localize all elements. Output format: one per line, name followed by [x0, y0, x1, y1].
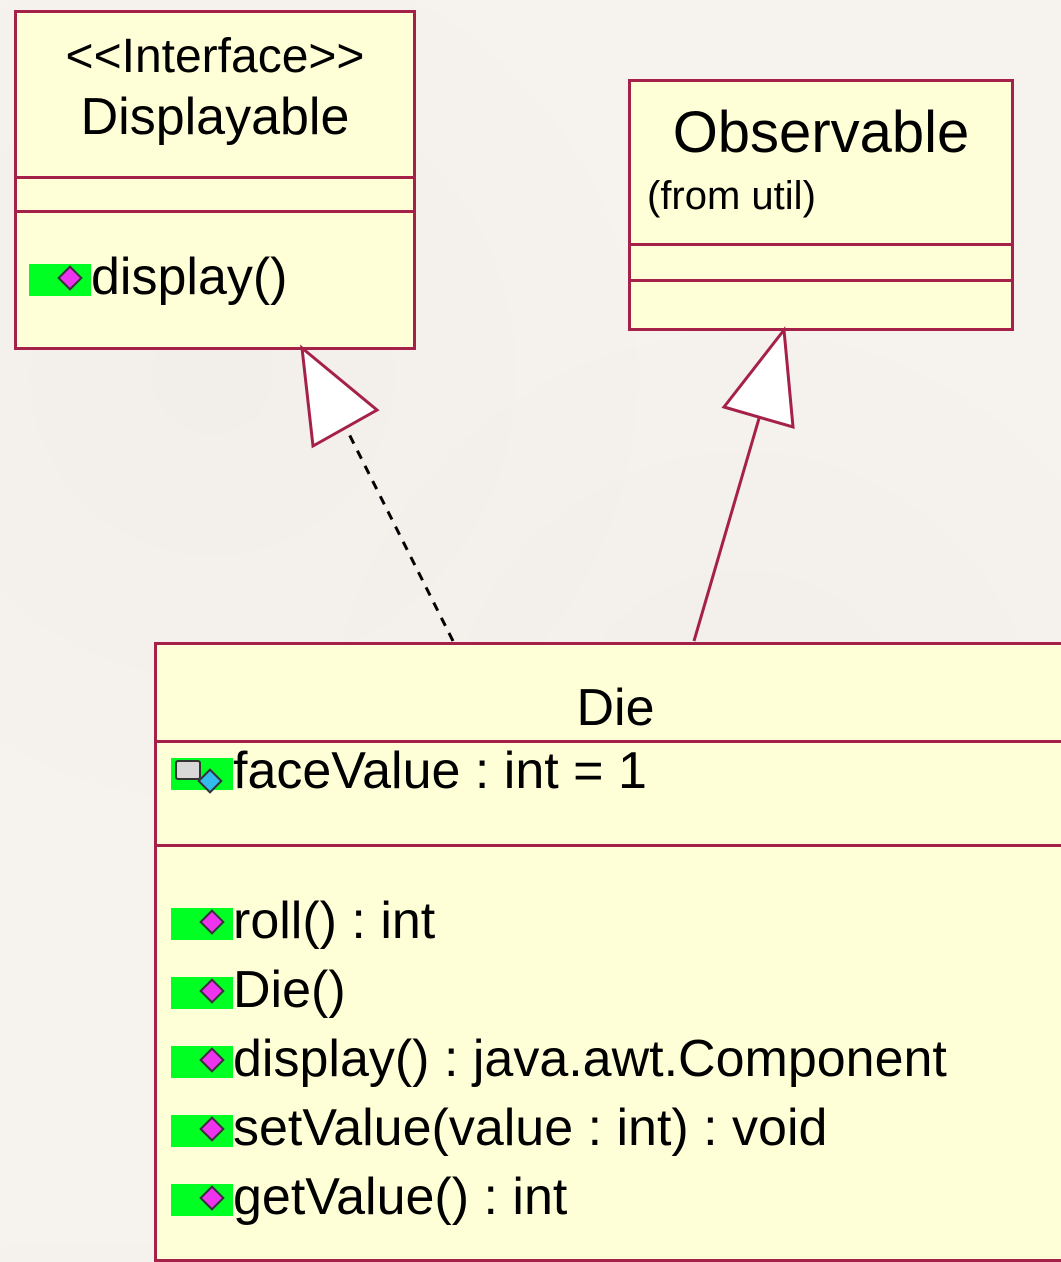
operation-label: setValue(value : int) : void [233, 1099, 828, 1157]
operation-row[interactable]: display() : java.awt.Component [171, 1033, 1061, 1102]
class-box-displayable[interactable]: <<Interface>> Displayable display() [14, 10, 416, 350]
attribute-diamond-icon [197, 768, 223, 794]
class-name: Die [576, 679, 655, 737]
class-name: Displayable [80, 88, 350, 146]
operation-label: getValue() : int [233, 1168, 568, 1226]
die-operations-compartment: roll() : int Die() display() : java.awt.… [157, 847, 1061, 1240]
stereotype-label: <<Interface>> [65, 30, 365, 83]
public-operation-icon [171, 1115, 233, 1148]
die-attributes-compartment: faceValue : int = 1 [157, 743, 1061, 847]
public-operation-icon [171, 1184, 233, 1217]
operation-row[interactable]: display() [29, 251, 413, 303]
generalization-arrowhead [721, 326, 795, 430]
public-operation-icon [29, 264, 91, 297]
displayable-attributes-compartment [17, 179, 413, 213]
public-operation-icon [171, 977, 233, 1010]
operation-row[interactable]: Die() [171, 964, 1061, 1033]
operation-row[interactable]: getValue() : int [171, 1171, 1061, 1240]
class-name: Observable [672, 100, 970, 165]
attribute-label: faceValue : int = 1 [233, 742, 647, 800]
realization-arrow[interactable] [300, 344, 455, 642]
operation-label: Die() [233, 961, 346, 1019]
observable-name-compartment: Observable (from util) [631, 82, 1011, 246]
operation-row[interactable]: roll() : int [171, 895, 1061, 964]
operation-row[interactable]: setValue(value : int) : void [171, 1102, 1061, 1171]
realization-arrowhead [300, 344, 380, 449]
public-operation-icon [171, 1046, 233, 1079]
die-name-compartment: Die [157, 645, 1061, 743]
observable-attributes-compartment [631, 246, 1011, 282]
class-box-observable[interactable]: Observable (from util) [628, 79, 1014, 331]
operation-label: roll() : int [233, 892, 436, 950]
operation-label: display() : java.awt.Component [233, 1030, 947, 1088]
displayable-name-compartment: <<Interface>> Displayable [17, 13, 413, 179]
operation-label: display() [91, 248, 288, 306]
private-attribute-icon [171, 758, 233, 794]
lock-icon [175, 760, 201, 781]
generalization-line [692, 414, 762, 642]
generalization-arrow[interactable] [692, 326, 795, 642]
package-note: (from util) [647, 174, 816, 218]
realization-dashed-line [345, 429, 455, 642]
public-operation-icon [171, 908, 233, 941]
displayable-operations-compartment: display() [17, 213, 413, 303]
class-box-die[interactable]: Die faceValue : int = 1 roll() : int Die… [154, 642, 1061, 1262]
attribute-row[interactable]: faceValue : int = 1 [171, 745, 1061, 797]
